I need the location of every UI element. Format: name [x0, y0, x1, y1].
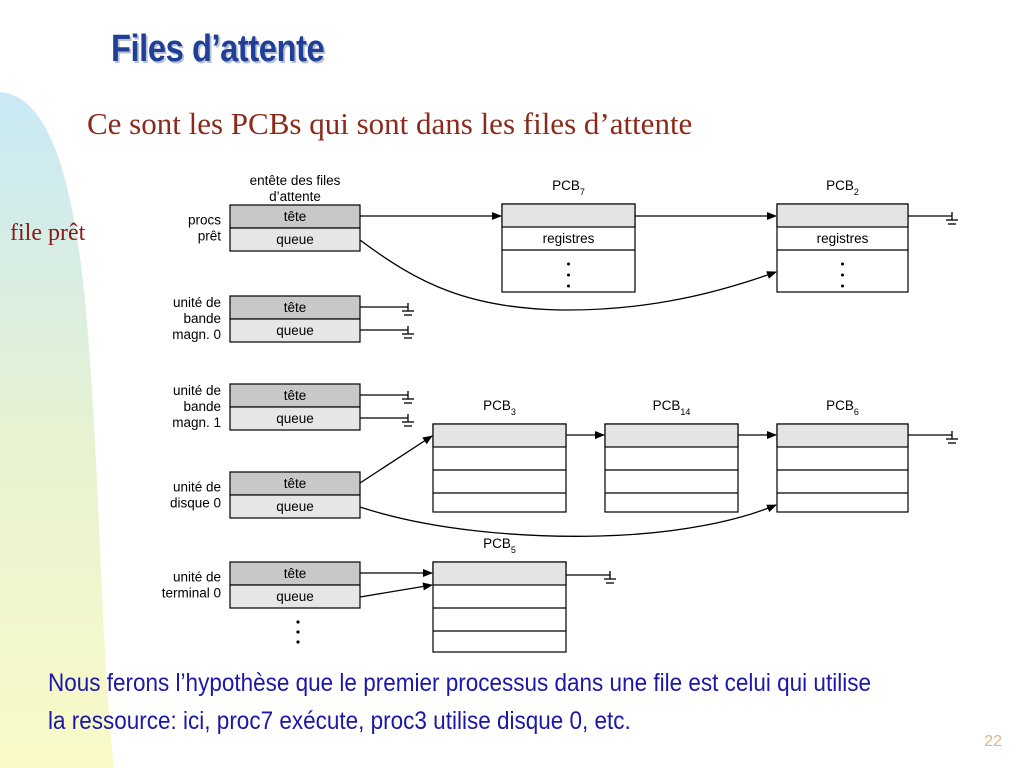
pcb-block: PCB5	[432, 536, 567, 653]
null-ground-symbols	[402, 212, 958, 584]
queue-device-label: bande	[183, 311, 221, 326]
pcb-link-field	[432, 561, 567, 586]
queue-device-label: magn. 1	[172, 415, 221, 430]
arrow-terminal-tail-to-pcb5	[359, 582, 433, 598]
pcb-title: PCB5	[483, 536, 516, 555]
ground-symbol	[402, 326, 414, 339]
ground-symbol	[604, 571, 616, 584]
explanation-note: Nous ferons l’hypothèse que le premier p…	[48, 669, 871, 735]
pcb-title: PCB2	[826, 178, 859, 197]
pcb-ellipsis-dot	[567, 273, 570, 277]
pcb-ellipsis-dot	[841, 273, 844, 277]
queue-tail-label: queue	[276, 232, 314, 247]
pcb-title: PCB7	[552, 178, 585, 197]
pcb-title: PCB14	[653, 398, 691, 417]
slide-subtitle: Ce sont les PCBs qui sont dans les files…	[87, 106, 693, 141]
queue-tail-cell	[229, 227, 361, 252]
pcb-link-field	[776, 423, 909, 448]
pcb-registers-field: registres	[543, 231, 595, 246]
queue-head-label: tête	[284, 300, 307, 315]
connectors	[359, 212, 952, 598]
ready-queue-label: file prêt	[10, 220, 86, 246]
queue-tail-cell	[229, 494, 361, 519]
queue-device-label: disque 0	[170, 496, 221, 511]
pcb-registers-field: registres	[817, 231, 869, 246]
page-number: 22	[984, 733, 1002, 750]
queue-device-label: bande	[183, 399, 221, 414]
slide-title: Files d’attente	[111, 28, 325, 70]
queue-head-label: tête	[284, 388, 307, 403]
pcb-link-field	[776, 203, 909, 228]
queue-head-label: tête	[284, 566, 307, 581]
header-title-line2: d’attente	[269, 189, 321, 204]
queue-device-label: magn. 0	[172, 327, 221, 342]
queue-device-label: unité de	[173, 295, 221, 310]
ground-symbol	[402, 391, 414, 404]
decorative-stripe	[0, 92, 114, 768]
pcb-block: PCB6	[776, 398, 909, 513]
queue-head-label: tête	[284, 209, 307, 224]
queue-device-label: prêt	[198, 229, 222, 244]
pcb-link-field	[501, 203, 636, 228]
pcb-block: PCB2 registres	[776, 178, 909, 293]
pcb-link-field	[604, 423, 739, 448]
pcb-title: PCB3	[483, 398, 516, 417]
ground-symbol	[946, 431, 958, 444]
arrow-ready-tail-to-pcb2	[359, 239, 777, 311]
pcb-block: PCB3	[432, 398, 567, 513]
pcb-ellipsis-dot	[841, 284, 844, 288]
queue-device-label: unité de	[173, 480, 221, 495]
ground-symbol	[946, 212, 958, 225]
arrow-disk-head-to-pcb3	[359, 435, 433, 484]
pcb-link-field	[432, 423, 567, 448]
header-title-line1: entête des files	[250, 173, 341, 188]
queue-device-label: terminal 0	[162, 586, 221, 601]
queue-tail-label: queue	[276, 411, 314, 426]
queue-device-label: unité de	[173, 570, 221, 585]
more-queues-dots	[296, 620, 300, 644]
queue-device-label: procs	[188, 213, 221, 228]
queue-device-label: unité de	[173, 383, 221, 398]
queue-tail-label: queue	[276, 499, 314, 514]
queue-tail-label: queue	[276, 589, 314, 604]
queue-head-label: tête	[284, 476, 307, 491]
pcb-ellipsis-dot	[841, 262, 844, 266]
pcb-block: PCB7 registres	[501, 178, 636, 293]
pcb-block: PCB14	[604, 398, 739, 513]
pcb-ellipsis-dot	[567, 262, 570, 266]
ground-symbol	[402, 414, 414, 427]
pcb-ellipsis-dot	[567, 284, 570, 288]
pcb-title: PCB6	[826, 398, 859, 417]
queue-tail-label: queue	[276, 323, 314, 338]
arrow-disk-tail-to-pcb6	[359, 504, 777, 537]
ground-symbol	[402, 303, 414, 316]
